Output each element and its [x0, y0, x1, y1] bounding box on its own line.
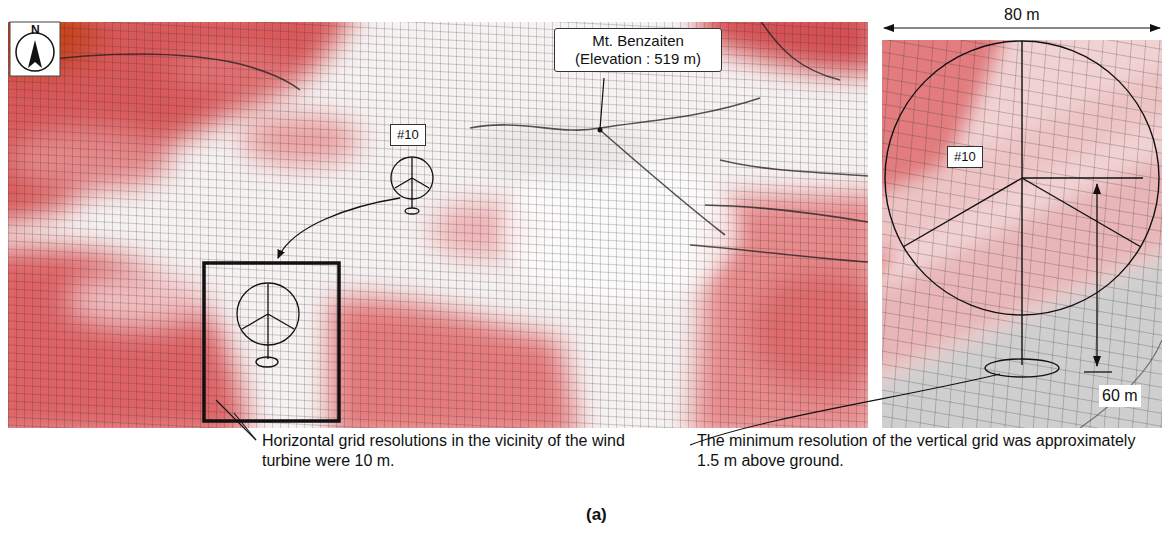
- turbine-symbol: [391, 157, 433, 214]
- rotor-diagram: [885, 41, 1159, 377]
- compass-letter: N: [31, 23, 40, 38]
- terrain-map: [8, 22, 868, 428]
- zoom-arrow: [278, 198, 400, 258]
- figure-caption: (a): [586, 505, 607, 525]
- node-text: #10: [954, 149, 976, 165]
- turbine-symbol: [237, 283, 299, 367]
- dimension-label: 80 m: [1004, 5, 1040, 25]
- dimension-line: [884, 27, 1160, 28]
- annotation-note: Horizontal grid resolutions in the vicin…: [262, 431, 662, 471]
- node-text: Mt. Benzaiten (Elevation : 519 m): [563, 32, 713, 68]
- turbine-label: #10: [390, 124, 426, 146]
- dimension-label: 60 m: [1099, 385, 1141, 407]
- north-arrow: [10, 22, 60, 76]
- callout-box: Mt. Benzaiten (Elevation : 519 m): [554, 28, 722, 72]
- leader-line: [598, 78, 605, 133]
- inset-frame: [204, 263, 339, 421]
- annotation-note: The minimum resolution of the vertical g…: [697, 431, 1159, 471]
- dimension-line: [1084, 184, 1112, 372]
- node-text: #10: [397, 127, 419, 143]
- terrain-closeup: [882, 40, 1162, 428]
- turbine-label: #10: [947, 146, 983, 168]
